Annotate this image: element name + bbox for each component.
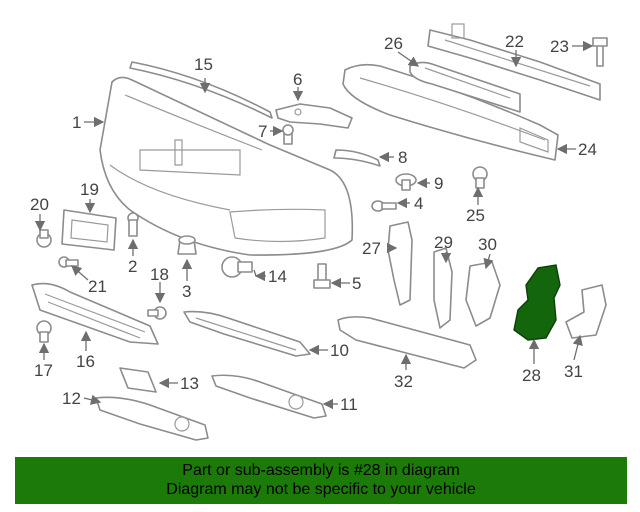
callout-23: 23: [550, 37, 569, 56]
callout-17: 17: [34, 361, 53, 380]
part-28-bracket-highlighted[interactable]: [513, 264, 561, 341]
banner-line-2: Diagram may not be specific to your vehi…: [166, 481, 476, 498]
banner-line-1: Part or sub-assembly is #28 in diagram: [182, 462, 460, 479]
part-14-sensor[interactable]: [221, 256, 253, 278]
callout-14: 14: [268, 267, 287, 286]
callout-22: 22: [505, 32, 524, 51]
callout-30: 30: [478, 235, 497, 254]
part-8-trim[interactable]: [333, 149, 381, 167]
parts-diagram: 1 2 3 4 5 6 7 8 9 10 11 12 13 14 15 16 1…: [30, 23, 608, 441]
part-7-clip[interactable]: [282, 124, 294, 145]
part-27-side-bracket[interactable]: [387, 221, 413, 306]
callout-15: 15: [194, 55, 213, 74]
callout-9: 9: [434, 174, 443, 193]
callout-25: 25: [466, 206, 485, 225]
part-1-bumper-cover[interactable]: [99, 76, 354, 256]
part-5-bolt[interactable]: [313, 263, 331, 289]
callout-10: 10: [330, 341, 349, 360]
part-31-bracket[interactable]: [565, 284, 607, 339]
part-20-bolt[interactable]: [36, 229, 52, 248]
callout-11: 11: [340, 395, 358, 414]
callout-18: 18: [150, 265, 169, 284]
callout-13: 13: [180, 374, 199, 393]
part-10-fog-garnish[interactable]: [183, 310, 311, 357]
part-29-spacer[interactable]: [433, 247, 453, 329]
callout-2: 2: [128, 257, 137, 276]
info-banner: Part or sub-assembly is #28 in diagram D…: [15, 457, 627, 504]
part-24-absorber[interactable]: [342, 63, 559, 161]
callout-24: 24: [578, 140, 597, 159]
part-16-lower-grille[interactable]: [31, 282, 159, 345]
callout-1: 1: [72, 113, 81, 132]
callout-21: 21: [88, 277, 107, 296]
callout-12: 12: [62, 389, 81, 408]
part-21-bolt[interactable]: [58, 256, 79, 268]
part-4-screw[interactable]: [371, 200, 397, 212]
part-32-undercover[interactable]: [337, 316, 477, 369]
leader-lines: [34, 40, 594, 410]
callout-31: 31: [564, 362, 583, 381]
part-13-cover[interactable]: [119, 367, 157, 393]
callout-5: 5: [352, 274, 361, 293]
part-17-clip[interactable]: [36, 320, 52, 343]
part-30-bracket[interactable]: [465, 261, 501, 327]
part-2-clip[interactable]: [127, 212, 139, 237]
callout-7: 7: [258, 122, 267, 141]
callout-3: 3: [182, 282, 191, 301]
callout-28: 28: [522, 366, 541, 385]
callout-26: 26: [384, 34, 403, 53]
part-6-bracket[interactable]: [275, 103, 353, 129]
callout-20: 20: [30, 195, 49, 214]
part-11-fog-garnish-right[interactable]: [211, 374, 327, 419]
callout-labels: 1 2 3 4 5 6 7 8 9 10 11 12 13 14 15 16 1…: [30, 32, 597, 414]
part-9-push-clip[interactable]: [395, 173, 417, 191]
callout-8: 8: [398, 148, 407, 167]
callout-4: 4: [414, 194, 423, 213]
part-12-fog-garnish-left[interactable]: [95, 396, 209, 441]
callout-16: 16: [76, 352, 95, 371]
callout-19: 19: [80, 180, 99, 199]
part-18-screw[interactable]: [147, 306, 167, 320]
part-25-bolt[interactable]: [472, 166, 488, 189]
callout-6: 6: [293, 70, 302, 89]
callout-27: 27: [362, 239, 381, 258]
part-3-grommet[interactable]: [177, 235, 197, 255]
callout-29: 29: [434, 233, 453, 252]
part-15-molding[interactable]: [129, 61, 273, 119]
part-23-bolt[interactable]: [592, 37, 608, 67]
part-19-license-bracket[interactable]: [61, 209, 117, 251]
callout-32: 32: [394, 372, 413, 391]
